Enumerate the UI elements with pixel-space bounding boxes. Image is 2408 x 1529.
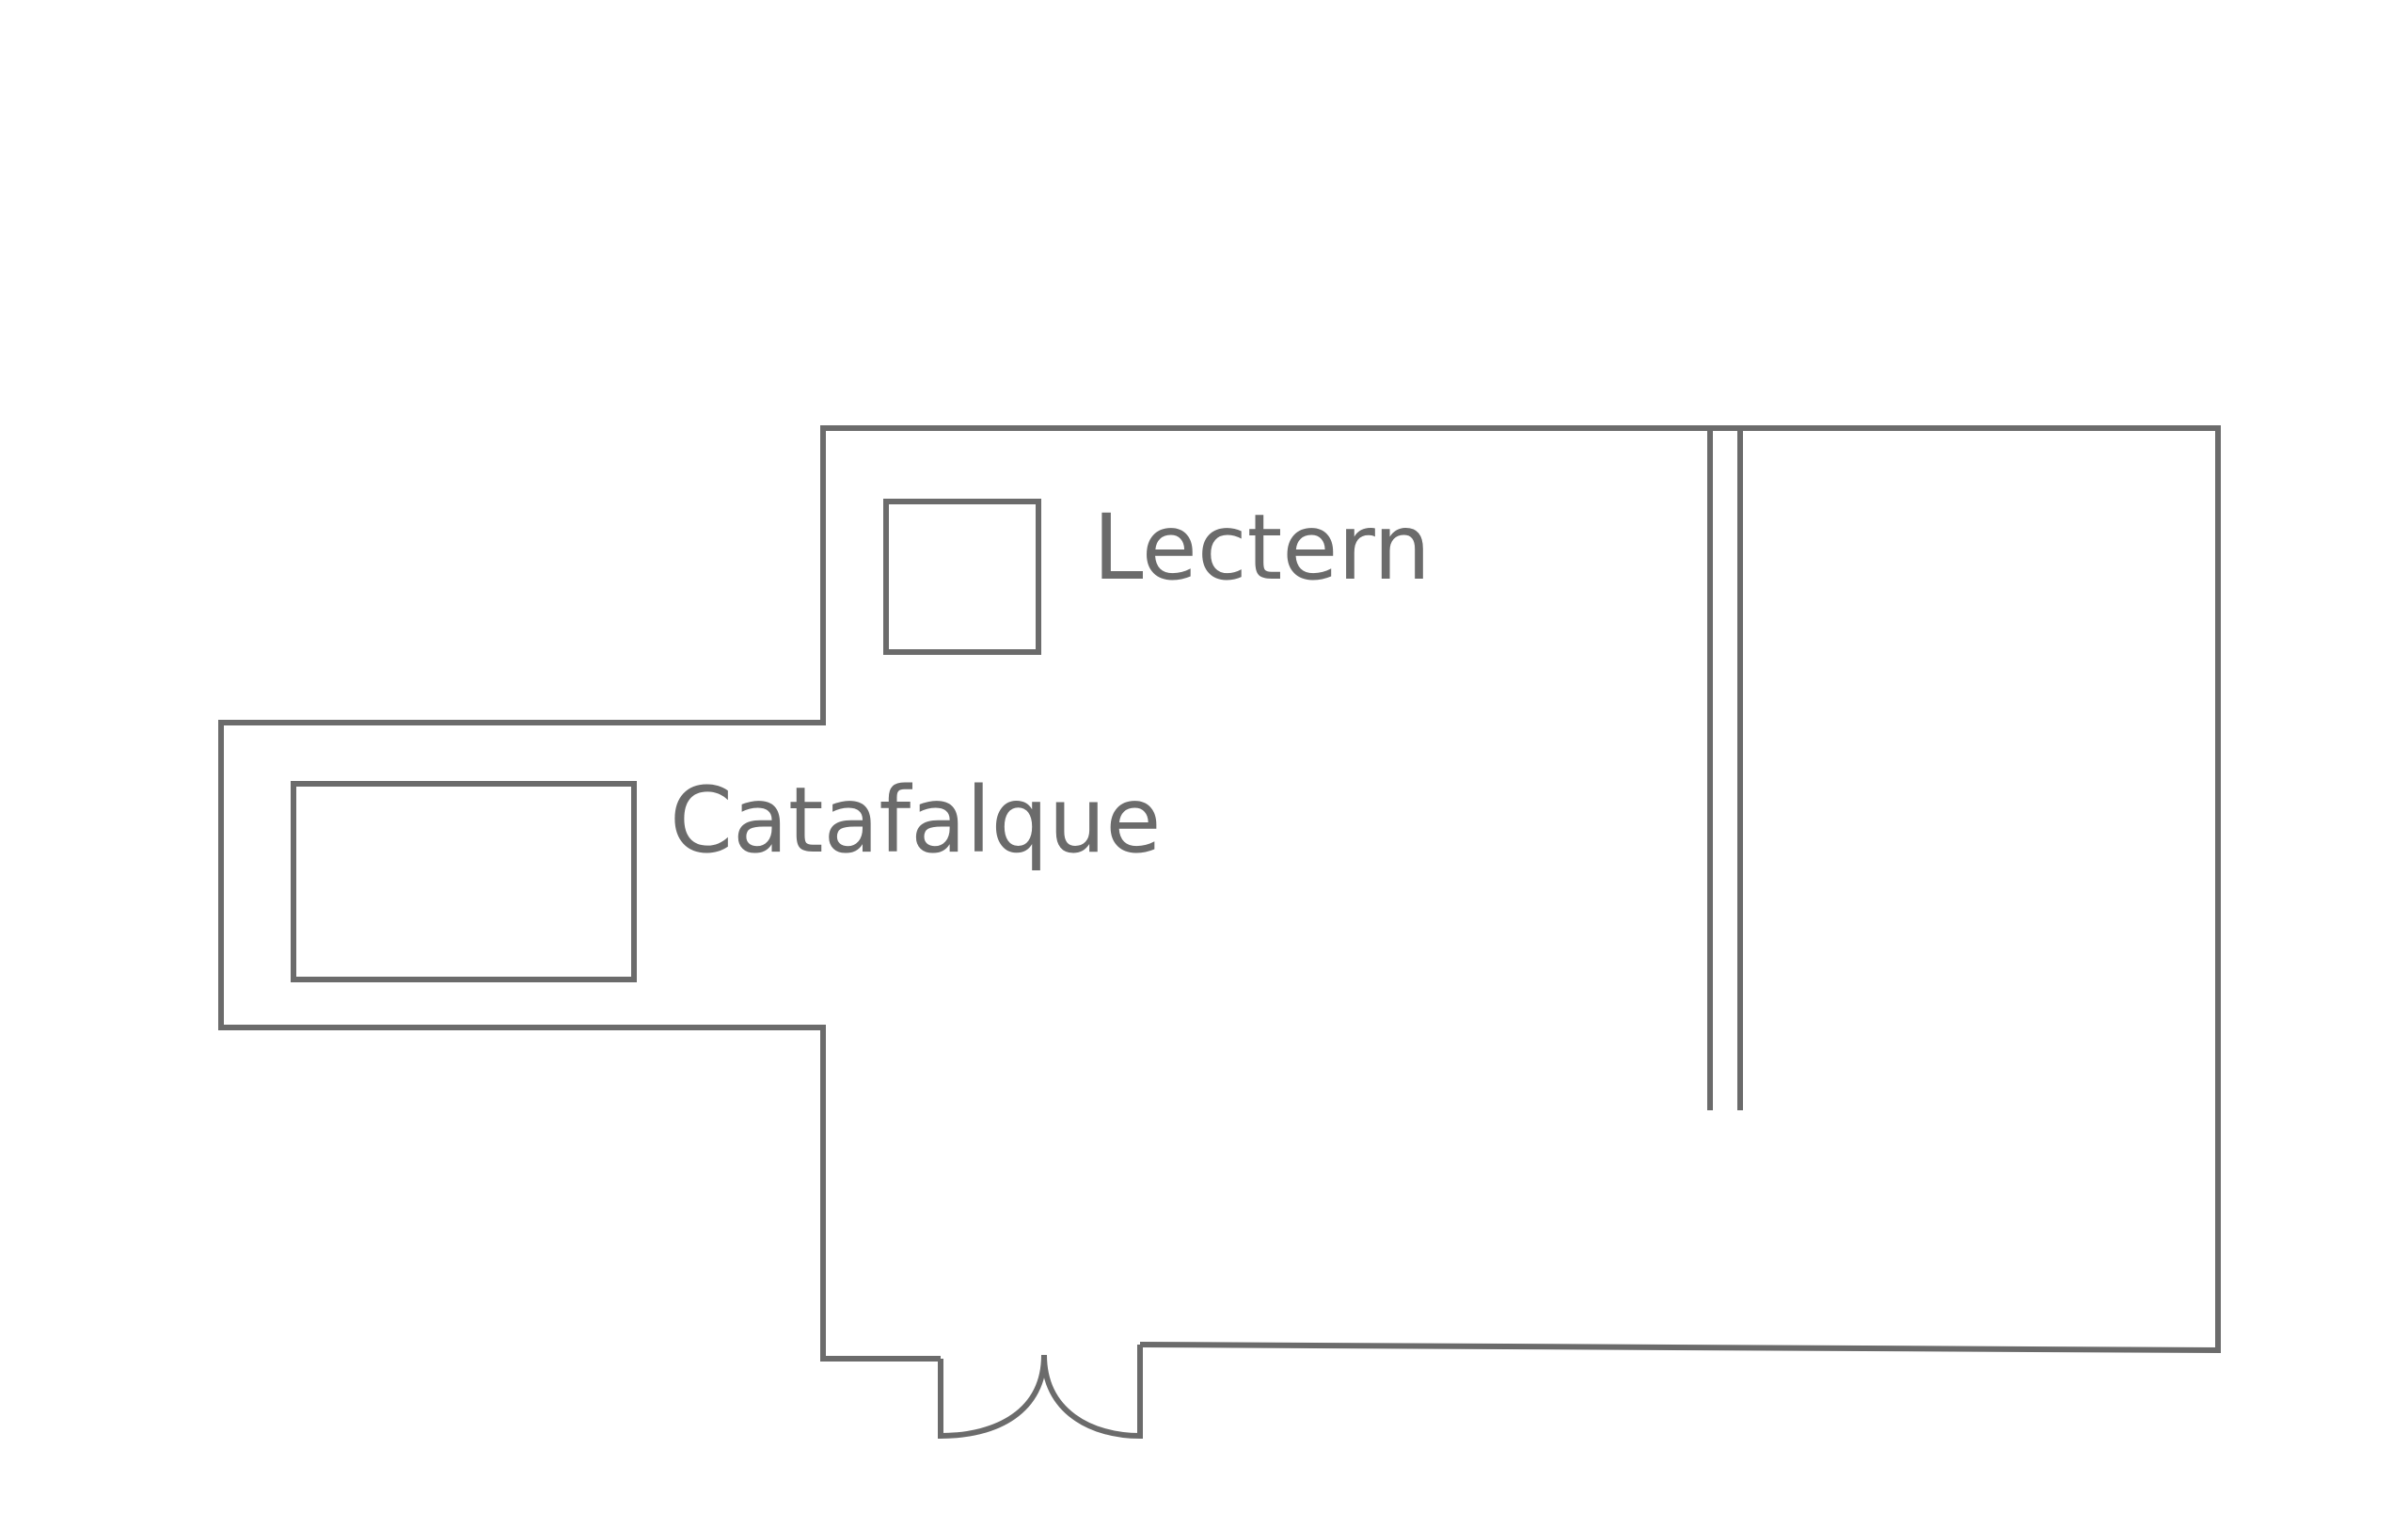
entrance-door [938, 1345, 1143, 1440]
catafalque-box [291, 781, 637, 982]
room-outline [218, 425, 2221, 1362]
lectern-label: Lectern [1093, 495, 1431, 600]
lectern-box [883, 499, 1041, 655]
catafalque-label: Catafalque [670, 768, 1161, 873]
